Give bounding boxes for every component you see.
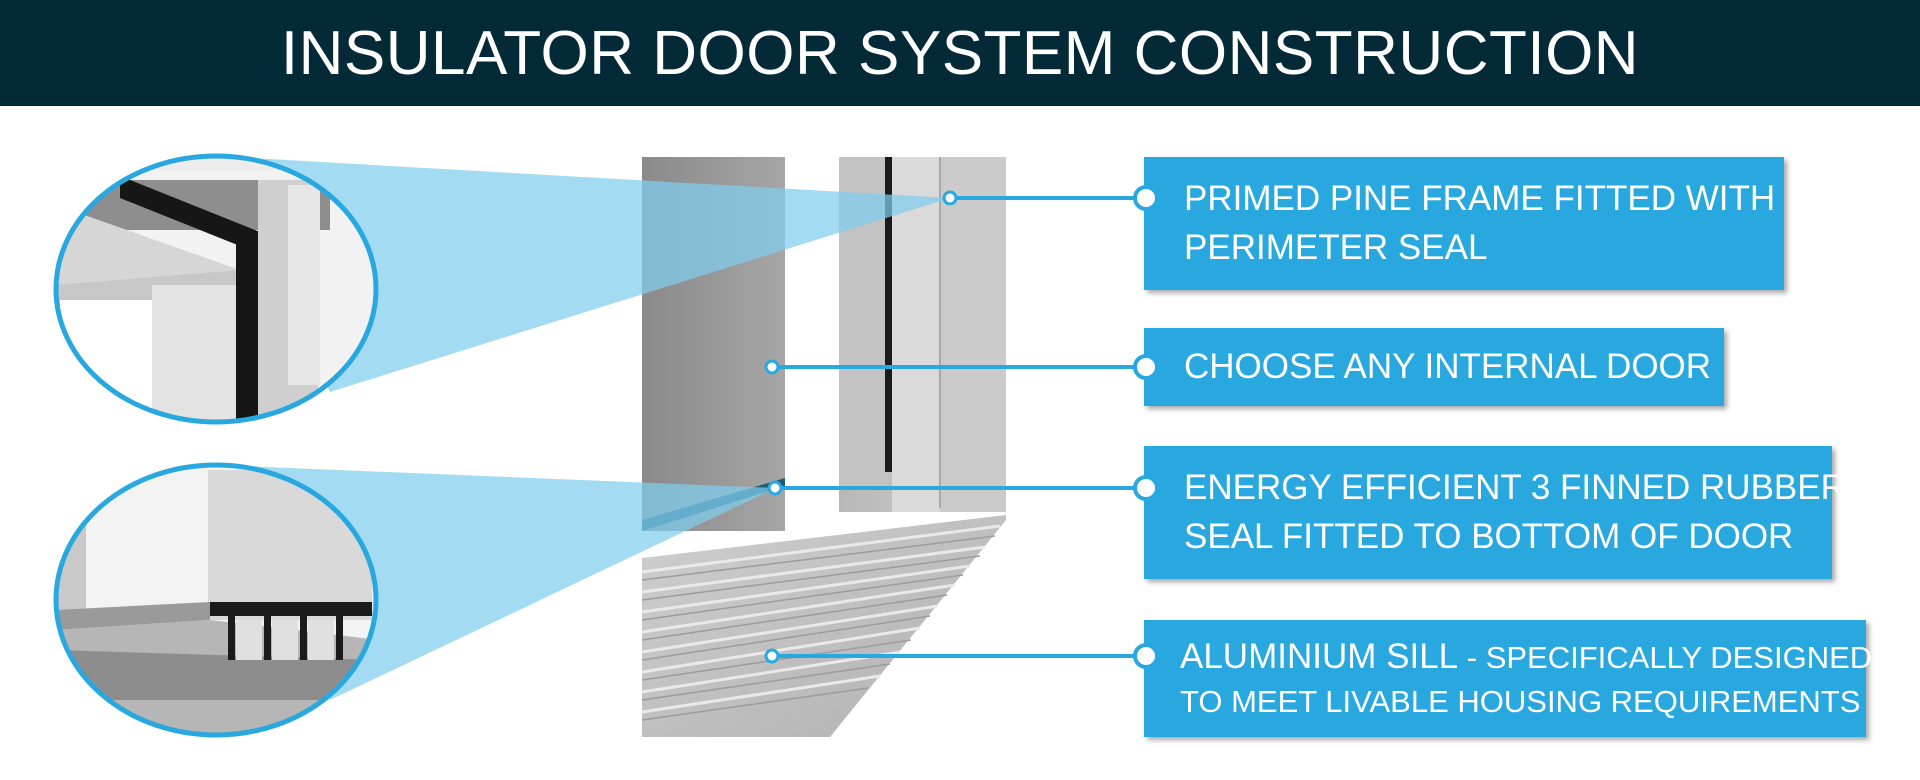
callout-seal-line1: ENERGY EFFICIENT 3 FINNED RUBBER xyxy=(1184,468,1846,508)
callout-sill: ALUMINIUM SILL - SPECIFICALLY DESIGNED T… xyxy=(1144,620,1872,737)
callout-sill-rest: SPECIFICALLY DESIGNED xyxy=(1485,639,1873,675)
aluminium-sill xyxy=(642,515,1006,737)
callout-sill-line2: TO MEET LIVABLE HOUSING REQUIREMENTS xyxy=(1180,684,1861,720)
callout-frame: PRIMED PINE FRAME FITTED WITH PERIMETER … xyxy=(1144,157,1784,290)
marker-sill-dot xyxy=(764,648,780,664)
marker-door-dot xyxy=(764,359,780,375)
header-bar: INSULATOR DOOR SYSTEM CONSTRUCTION xyxy=(0,0,1920,106)
callout-frame-line1: PRIMED PINE FRAME FITTED WITH xyxy=(1184,179,1776,219)
detail-circle-frame-outline xyxy=(53,153,379,425)
detail-circle-frame xyxy=(53,153,379,425)
callout-door: CHOOSE ANY INTERNAL DOOR xyxy=(1144,328,1724,406)
detail-circle-seal-outline xyxy=(53,462,379,738)
callout-sill-lead: ALUMINIUM SILL xyxy=(1180,636,1459,676)
frame-seal-strip xyxy=(885,157,892,472)
marker-seal-dot xyxy=(767,480,783,496)
page-title: INSULATOR DOOR SYSTEM CONSTRUCTION xyxy=(280,18,1640,88)
callout-seal: ENERGY EFFICIENT 3 FINNED RUBBER SEAL FI… xyxy=(1144,446,1846,579)
callout-seal-line2: SEAL FITTED TO BOTTOM OF DOOR xyxy=(1184,516,1794,556)
marker-frame-dot xyxy=(942,190,958,206)
zoom-beam-frame xyxy=(216,156,950,392)
leader-lines xyxy=(772,196,1146,658)
callout-door-label: CHOOSE ANY INTERNAL DOOR xyxy=(1184,346,1712,386)
callout-frame-line2: PERIMETER SEAL xyxy=(1184,227,1488,267)
